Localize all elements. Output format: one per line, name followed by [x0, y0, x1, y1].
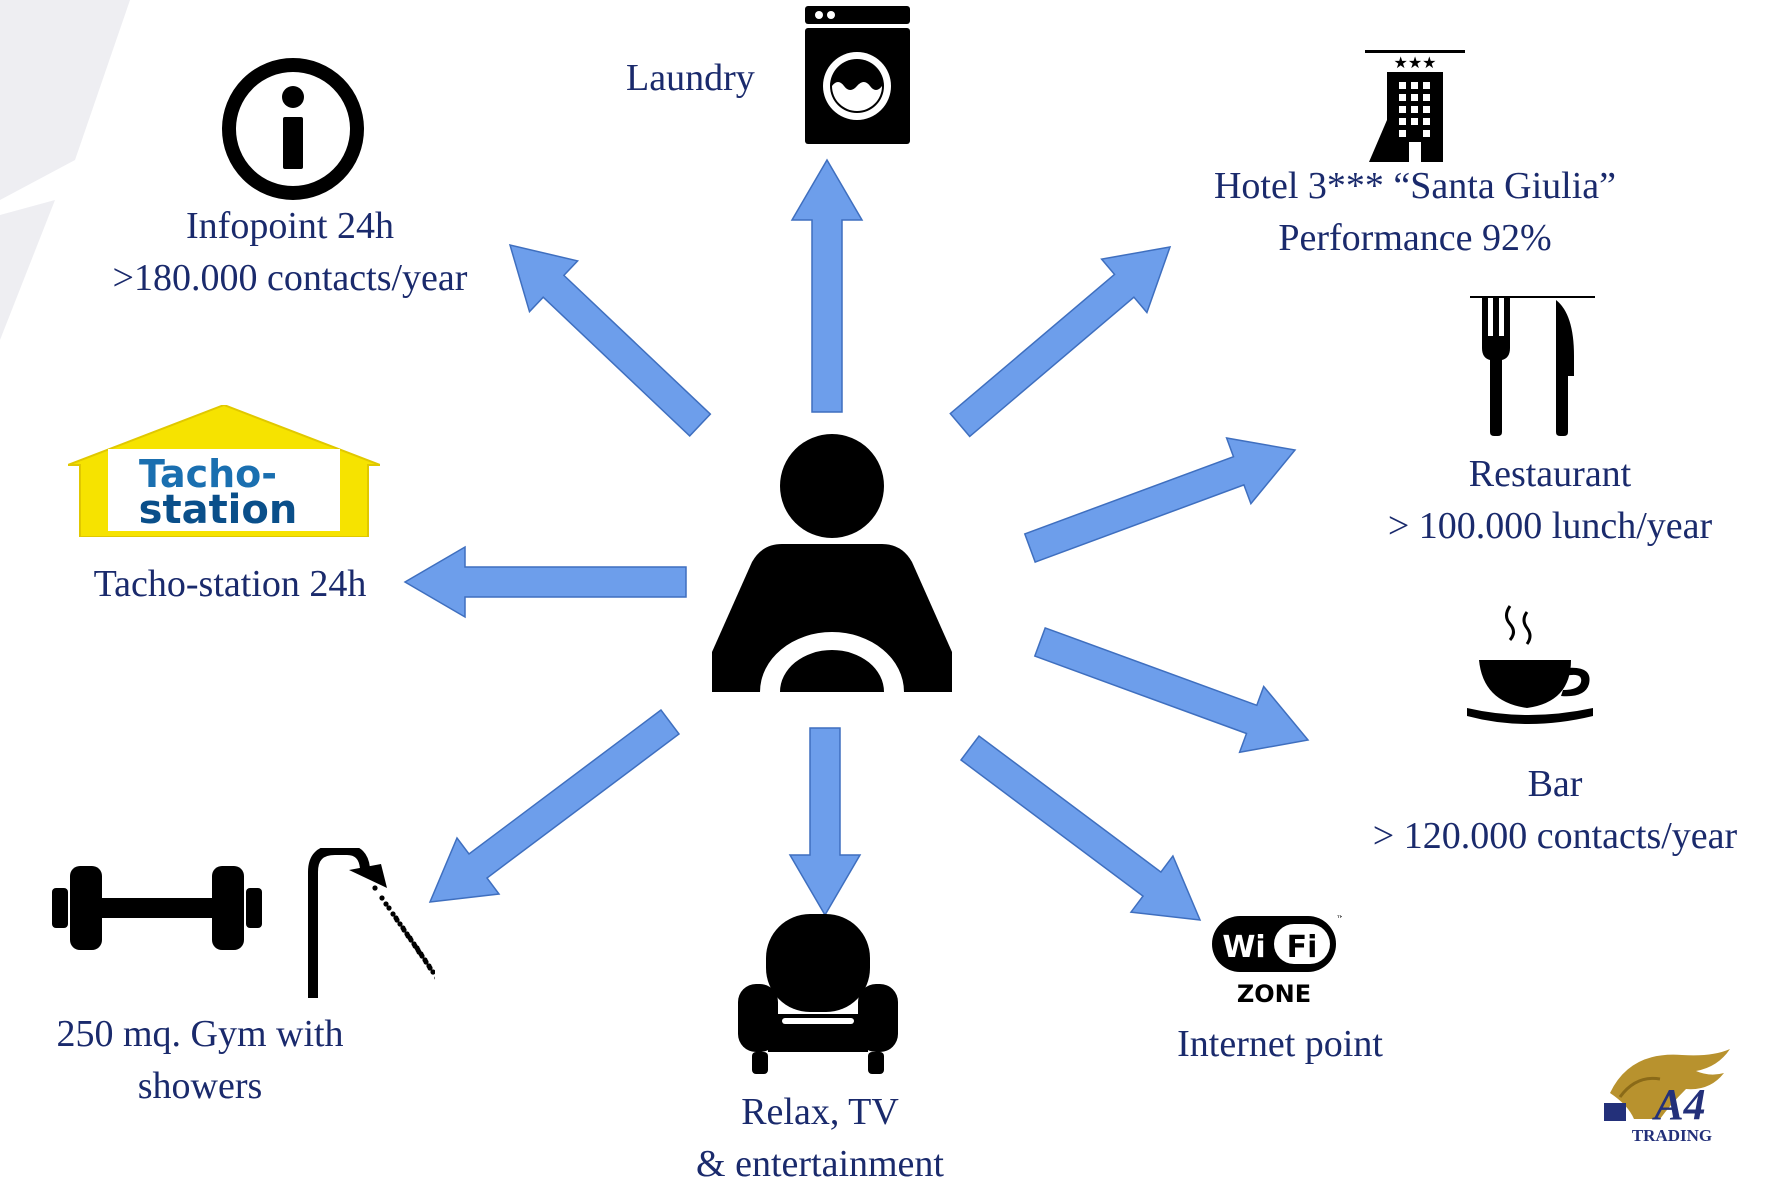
arrow-to-relax [788, 727, 862, 917]
shower-drop [383, 901, 389, 907]
hotel-label: Hotel 3*** “Santa Giulia” Performance 92… [1213, 165, 1617, 259]
shower-drop [397, 921, 403, 927]
bar-label: Bar > 120.000 contacts/year [1372, 763, 1738, 857]
arrow-to-hotel [949, 246, 1172, 438]
svg-text:Fi: Fi [1287, 930, 1318, 965]
background-shape-top [0, 0, 130, 200]
shower-drop [386, 905, 392, 911]
background-shape-bottom [0, 200, 55, 340]
brand-logo-trading: TRADING [1632, 1126, 1712, 1145]
shower-drop [422, 957, 428, 963]
arrow-to-bar [1033, 626, 1310, 754]
info-icon [222, 58, 364, 200]
washing-machine-icon [805, 6, 910, 144]
driver-icon [712, 434, 952, 692]
arrow-to-restaurant [1023, 437, 1297, 564]
shower-icon [308, 848, 435, 998]
lion-logo: A4 TRADING [1604, 1049, 1730, 1145]
shower-drop [418, 951, 424, 957]
gym-label: 250 mq. Gym with showers [56, 1013, 344, 1107]
armchair-icon [738, 914, 898, 1074]
tacho-station-logo: Tacho- station [68, 405, 380, 537]
arrow-to-tacho [403, 545, 687, 619]
tacho-label: Tacho-station 24h [93, 563, 367, 605]
wifi-zone-text: ZONE [1237, 980, 1311, 1008]
shower-drop [407, 935, 413, 941]
shower-drop [390, 911, 396, 917]
arrow-to-laundry [790, 158, 864, 413]
shower-drop [434, 976, 435, 980]
shower-drop [414, 945, 420, 951]
brand-logo-a4: A4 [1651, 1080, 1705, 1129]
shower-drop [411, 941, 417, 947]
hotel-stars: ★★★ [1393, 53, 1436, 72]
shower-drop [404, 931, 410, 937]
infopoint-label: Infopoint 24h >180.000 contacts/year [112, 205, 468, 299]
coffee-cup-icon [1467, 605, 1593, 724]
fork-knife-icon [1470, 296, 1595, 436]
hotel-icon: ★★★ [1365, 50, 1465, 162]
wifi-zone-icon: Wi Fi ™ ZONE [1212, 915, 1342, 1008]
arrow-to-gym [428, 708, 681, 903]
shower-drop [400, 925, 406, 931]
shower-drop [430, 969, 435, 975]
restaurant-label: Restaurant > 100.000 lunch/year [1387, 453, 1713, 547]
shower-drop [372, 885, 378, 891]
dumbbell-icon [52, 866, 262, 950]
arrow-to-wifi [959, 734, 1202, 921]
svg-text:Wi: Wi [1222, 930, 1265, 965]
shower-drop [393, 915, 399, 921]
wifi-label: Internet point [1177, 1023, 1383, 1065]
wifi-trademark: ™ [1336, 915, 1342, 925]
arrow-to-infopoint [508, 243, 712, 437]
shower-drop [426, 963, 432, 969]
relax-label: Relax, TV & entertainment [696, 1091, 944, 1185]
tacho-logo-line1: Tacho- [139, 452, 277, 496]
shower-drop [379, 895, 385, 901]
tacho-logo-line2: station [139, 487, 298, 533]
laundry-label: Laundry [626, 57, 755, 99]
